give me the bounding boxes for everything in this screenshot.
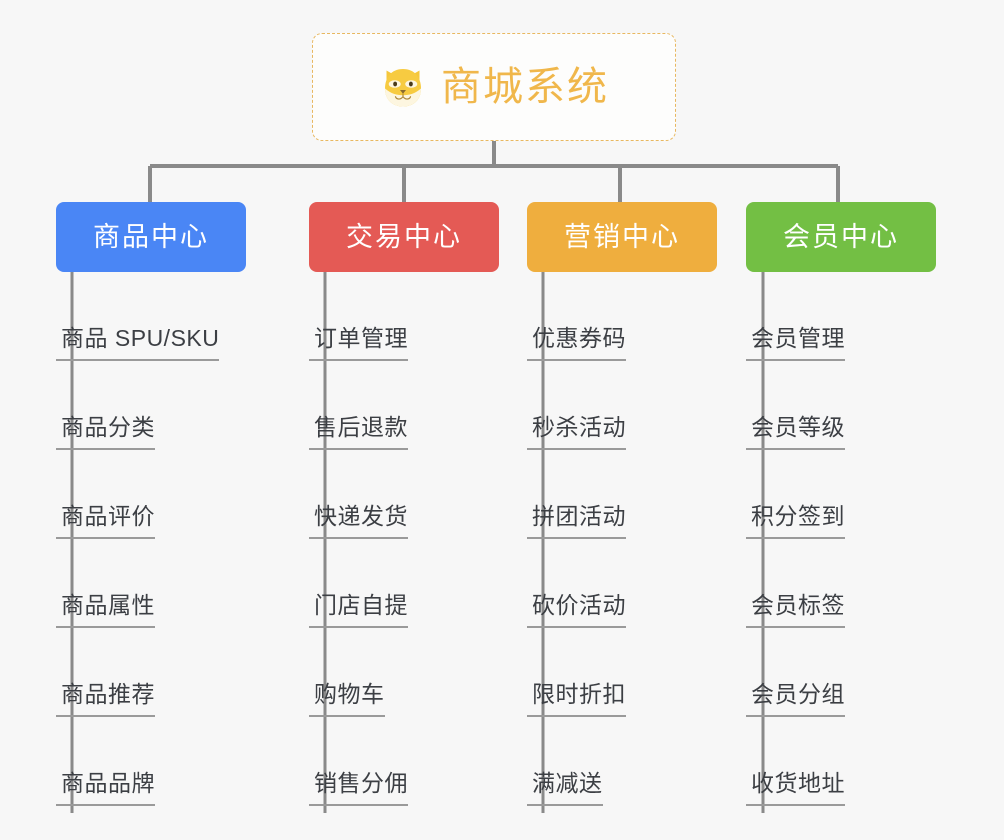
leaf-item[interactable]: 快递发货 [309,450,499,539]
leaf-label: 订单管理 [309,327,408,361]
category-column-1: 商品中心商品 SPU/SKU 商品分类商品评价商品属性商品推荐商品品牌 [56,202,246,806]
leaf-label: 商品评价 [56,505,155,539]
category-label: 交易中心 [346,221,462,252]
category-column-4: 会员中心会员管理会员等级积分签到会员标签会员分组收货地址 [746,202,936,806]
leaf-item[interactable]: 购物车 [309,628,499,717]
leaf-item[interactable]: 积分签到 [746,450,936,539]
leaf-item[interactable]: 拼团活动 [527,450,717,539]
leaf-label: 会员分组 [746,683,845,717]
leaf-label: 商品 SPU/SKU [56,327,220,361]
leaf-label: 商品推荐 [56,683,155,717]
leaf-list: 优惠券码秒杀活动拼团活动砍价活动限时折扣满减送 [527,272,717,806]
leaf-label: 商品品牌 [56,772,155,806]
dog-face-icon [379,63,427,111]
leaf-item[interactable]: 商品 SPU/SKU [56,272,246,361]
leaf-label: 拼团活动 [527,505,626,539]
root-node[interactable]: 商城系统 [312,33,676,141]
category-label: 营销中心 [564,221,680,252]
leaf-label: 售后退款 [309,416,408,450]
leaf-list: 商品 SPU/SKU 商品分类商品评价商品属性商品推荐商品品牌 [56,272,246,806]
leaf-item[interactable]: 商品评价 [56,450,246,539]
leaf-item[interactable]: 满减送 [527,717,717,806]
leaf-label: 快递发货 [309,505,408,539]
leaf-list: 订单管理售后退款快递发货门店自提购物车销售分佣 [309,272,499,806]
leaf-label: 砍价活动 [527,594,626,628]
leaf-label: 会员等级 [746,416,845,450]
leaf-item[interactable]: 会员等级 [746,361,936,450]
leaf-label: 门店自提 [309,594,408,628]
leaf-item[interactable]: 秒杀活动 [527,361,717,450]
leaf-label: 优惠券码 [527,327,626,361]
leaf-label: 积分签到 [746,505,845,539]
category-box[interactable]: 会员中心 [746,202,936,272]
category-label: 会员中心 [783,221,899,252]
leaf-label: 会员管理 [746,327,845,361]
leaf-item[interactable]: 优惠券码 [527,272,717,361]
leaf-label: 购物车 [309,683,385,717]
category-box[interactable]: 商品中心 [56,202,246,272]
category-box[interactable]: 营销中心 [527,202,717,272]
leaf-item[interactable]: 门店自提 [309,539,499,628]
leaf-label: 商品属性 [56,594,155,628]
leaf-label: 满减送 [527,772,603,806]
leaf-list: 会员管理会员等级积分签到会员标签会员分组收货地址 [746,272,936,806]
root-title: 商城系统 [441,65,609,109]
category-column-2: 交易中心订单管理售后退款快递发货门店自提购物车销售分佣 [309,202,499,806]
leaf-item[interactable]: 商品品牌 [56,717,246,806]
leaf-label: 限时折扣 [527,683,626,717]
category-label: 商品中心 [93,221,209,252]
leaf-label: 商品分类 [56,416,155,450]
leaf-item[interactable]: 销售分佣 [309,717,499,806]
leaf-item[interactable]: 商品分类 [56,361,246,450]
leaf-label: 会员标签 [746,594,845,628]
leaf-item[interactable]: 收货地址 [746,717,936,806]
leaf-item[interactable]: 商品属性 [56,539,246,628]
leaf-label: 秒杀活动 [527,416,626,450]
leaf-item[interactable]: 商品推荐 [56,628,246,717]
category-column-3: 营销中心优惠券码秒杀活动拼团活动砍价活动限时折扣满减送 [527,202,717,806]
leaf-item[interactable]: 售后退款 [309,361,499,450]
leaf-item[interactable]: 会员分组 [746,628,936,717]
leaf-item[interactable]: 订单管理 [309,272,499,361]
leaf-item[interactable]: 会员标签 [746,539,936,628]
leaf-label: 收货地址 [746,772,845,806]
leaf-item[interactable]: 砍价活动 [527,539,717,628]
leaf-item[interactable]: 会员管理 [746,272,936,361]
leaf-item[interactable]: 限时折扣 [527,628,717,717]
leaf-label: 销售分佣 [309,772,408,806]
category-box[interactable]: 交易中心 [309,202,499,272]
